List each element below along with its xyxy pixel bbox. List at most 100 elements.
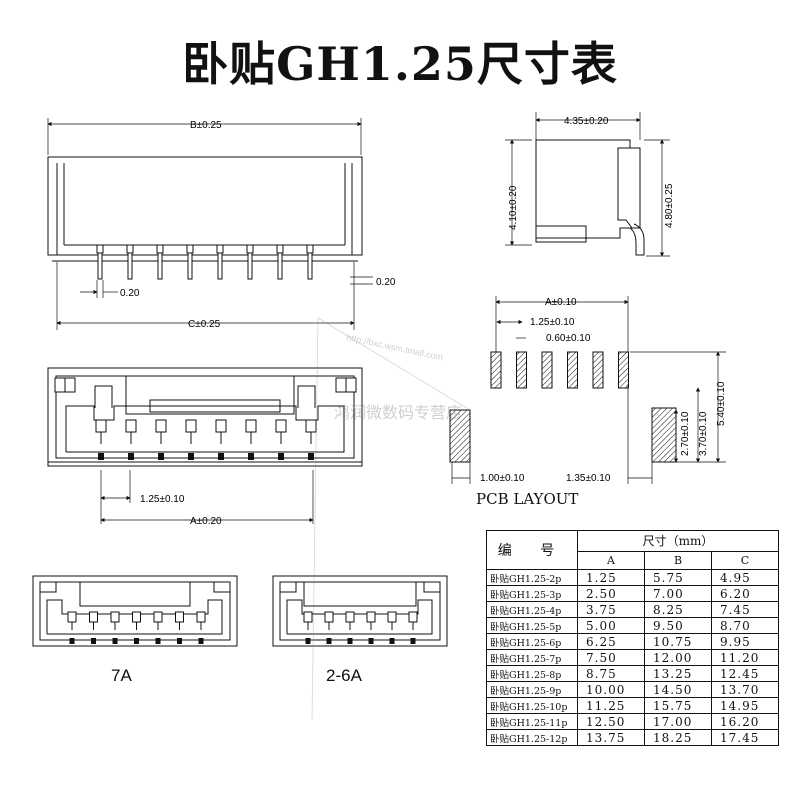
row-b: 5.75 (644, 569, 712, 586)
dim-pcb-h3: 5.40±0.10 (716, 381, 727, 426)
pin-foot (278, 453, 284, 460)
row-a: 12.50 (577, 713, 645, 730)
row-a: 6.25 (577, 633, 645, 650)
header-size: 尺寸（mm） (577, 530, 779, 552)
pin-foot (218, 453, 224, 460)
row-name: 卧贴GH1.25-12p (486, 729, 578, 746)
pin-window (303, 611, 313, 623)
pin-foot (410, 638, 416, 644)
pin-base (156, 244, 164, 254)
pin-lead (307, 252, 313, 280)
pin-base (126, 244, 134, 254)
pin-foot (389, 638, 395, 644)
dim-pcb-side-offset: 1.35±0.10 (566, 473, 611, 484)
pin-base (306, 244, 314, 254)
pin-base (216, 244, 224, 254)
row-name: 卧贴GH1.25-3p (486, 585, 578, 602)
row-b: 7.00 (644, 585, 712, 602)
pin-foot (326, 638, 332, 644)
row-b: 13.25 (644, 665, 712, 682)
pin-window (155, 419, 167, 433)
row-a: 3.75 (577, 601, 645, 618)
pin-foot (177, 638, 182, 644)
page-title: 卧贴GH1.25尺寸表 (182, 37, 618, 91)
pin-window (196, 611, 206, 623)
row-name: 卧贴GH1.25-9p (486, 681, 578, 698)
pins-7a (67, 611, 206, 644)
header-col-a: A (577, 550, 645, 571)
row-name: 卧贴GH1.25-5p (486, 617, 578, 634)
pin-lead (127, 252, 133, 280)
pin-lead (157, 252, 163, 280)
row-c: 14.95 (711, 697, 779, 714)
dim-height1: 4.10±0.20 (508, 185, 519, 230)
row-c: 9.95 (711, 633, 779, 650)
pcb-layout-label: PCB LAYOUT (476, 490, 579, 508)
row-b: 17.00 (644, 713, 712, 730)
dim-height2: 4.80±0.25 (664, 183, 675, 228)
dim-pcb-h1: 2.70±0.10 (680, 411, 691, 456)
dim-depth: 4.35±0.20 (564, 116, 609, 127)
pin-lead (187, 252, 193, 280)
front-pins (95, 419, 317, 460)
row-b: 9.50 (644, 617, 712, 634)
row-a: 7.50 (577, 649, 645, 666)
pin-base (246, 244, 254, 254)
row-a: 11.25 (577, 697, 645, 714)
pin-base (186, 244, 194, 254)
front-view: 1.25±0.10 A±0.20 (47, 367, 363, 527)
row-c: 11.20 (711, 649, 779, 666)
header-name: 编 号 (486, 530, 578, 570)
pin-window (110, 611, 120, 623)
pin-foot (347, 638, 353, 644)
pin-base (276, 244, 284, 254)
pin-foot (158, 453, 164, 460)
row-name: 卧贴GH1.25-10p (486, 697, 578, 714)
row-c: 13.70 (711, 681, 779, 698)
pin-window (366, 611, 376, 623)
row-name: 卧贴GH1.25-6p (486, 633, 578, 650)
dim-pcb-pitch: 1.25±0.10 (530, 317, 575, 328)
row-c: 8.70 (711, 617, 779, 634)
row-a: 10.00 (577, 681, 645, 698)
dim-pin-width: 0.20 (120, 288, 140, 299)
mount-pad-left (449, 409, 471, 463)
dim-pcb-a: A±0.10 (545, 297, 577, 308)
dim-c: C±0.25 (188, 319, 221, 330)
row-b: 14.50 (644, 681, 712, 698)
dim-pin-thickness: 0.20 (376, 277, 396, 288)
row-c: 4.95 (711, 569, 779, 586)
pin-foot (368, 638, 374, 644)
pcb-pads (449, 351, 677, 463)
pin-foot (198, 638, 204, 644)
row-a: 13.75 (577, 729, 645, 746)
dim-a-front: A±0.20 (190, 516, 222, 527)
pin-window (175, 611, 184, 623)
pin-foot (188, 453, 194, 460)
pin-foot (155, 638, 161, 644)
signal-pad (592, 351, 604, 389)
pin-window (132, 611, 141, 623)
pin-foot (69, 638, 75, 644)
row-name: 卧贴GH1.25-7p (486, 649, 578, 666)
pin-window (275, 419, 287, 433)
dim-pitch: 1.25±0.10 (140, 494, 185, 505)
signal-pad (567, 351, 578, 389)
signal-pad (490, 351, 502, 389)
row-name: 卧贴GH1.25-4p (486, 601, 578, 618)
row-a: 2.50 (577, 585, 645, 602)
pins-2-6a (303, 611, 418, 644)
pin-window (67, 611, 77, 623)
header-col-b: B (644, 550, 712, 571)
pin-lead (97, 252, 103, 280)
row-b: 10.75 (644, 633, 712, 650)
signal-pad (541, 351, 553, 389)
row-b: 18.25 (644, 729, 712, 746)
row-a: 1.25 (577, 569, 645, 586)
